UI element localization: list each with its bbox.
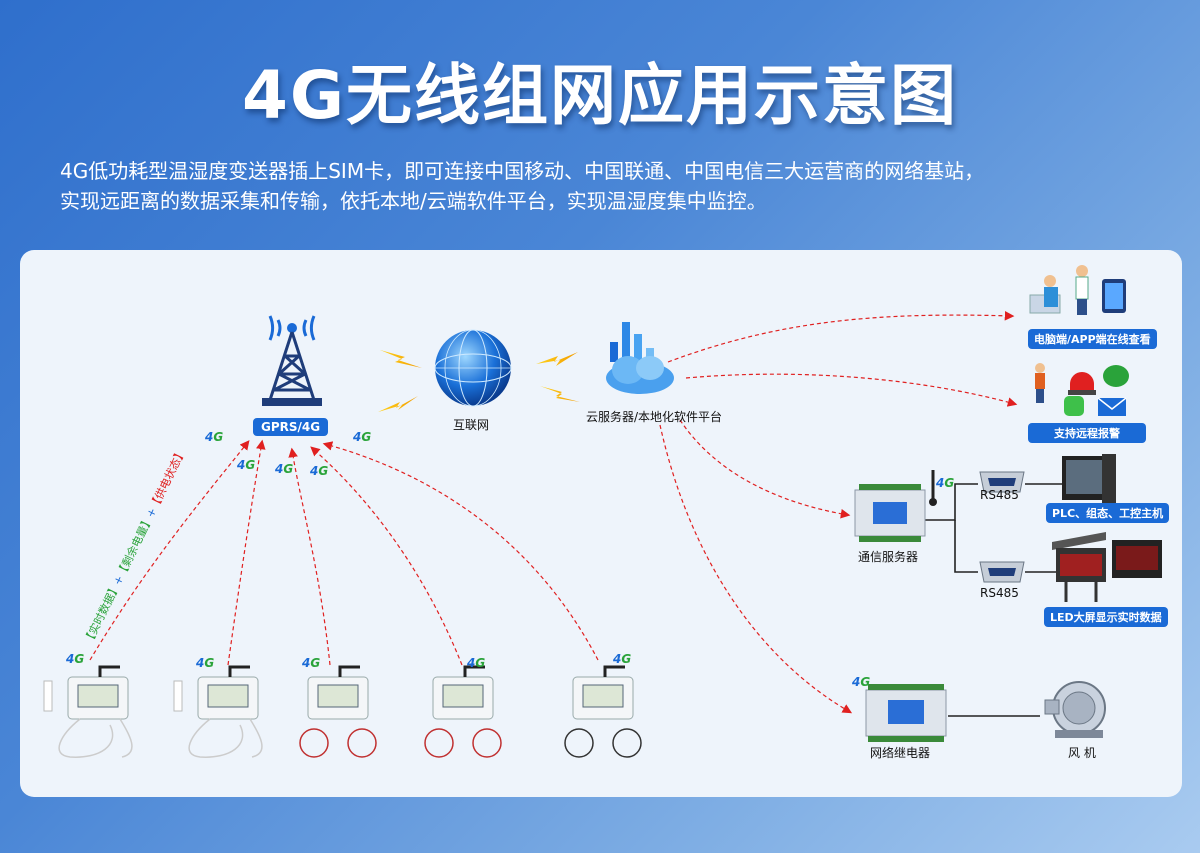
cloud-server xyxy=(606,322,674,394)
badge-4g: 4G xyxy=(66,652,85,666)
wired-links xyxy=(925,483,1062,717)
badge-4g: 4G xyxy=(852,675,871,689)
sensor-device-5 xyxy=(564,665,642,758)
comm-server-label: 通信服务器 xyxy=(858,550,919,564)
rs485-label-1: RS485 xyxy=(980,488,1019,502)
badge-4g: 4G xyxy=(353,430,372,444)
sensor-links xyxy=(89,439,599,666)
link-to-alarm xyxy=(685,373,1018,407)
badge-4g: 4G xyxy=(275,462,294,476)
rs485-label-2: RS485 xyxy=(980,586,1019,600)
internet-globe xyxy=(434,329,512,407)
link-sensor-2 xyxy=(227,439,266,666)
led-label: LED大屏显示实时数据 xyxy=(1044,607,1168,627)
rs485-connector-1 xyxy=(979,471,1025,493)
sensors xyxy=(43,665,642,758)
internet-label: 互联网 xyxy=(453,418,490,432)
badge-4g: 4G xyxy=(237,458,256,472)
fan-device xyxy=(1044,681,1106,738)
sensor-device-3 xyxy=(299,665,377,758)
badge-4g: 4G xyxy=(467,656,486,670)
rs485-connector-2 xyxy=(979,561,1025,583)
link-to-app xyxy=(667,310,1015,363)
badge-4g: 4G xyxy=(936,476,955,490)
badge-4g: 4G xyxy=(196,656,215,670)
page-title: 4G无线组网应用示意图 xyxy=(241,57,959,134)
link-to-comm-server xyxy=(679,419,851,519)
link-sensor-1 xyxy=(89,440,250,661)
plc-monitor xyxy=(1062,454,1116,504)
comm-server-device xyxy=(854,470,937,542)
badge-4g: 4G xyxy=(205,430,224,444)
signal-tower xyxy=(262,315,322,406)
tower-label: GPRS/4G xyxy=(253,418,329,436)
fan-label: 风 机 xyxy=(1068,746,1096,760)
link-to-relay xyxy=(659,424,853,714)
description-line-1: 4G低功耗型温湿度变送器插上SIM卡，即可连接中国移动、中国联通、中国电信三大运… xyxy=(60,159,985,183)
cloud-links xyxy=(659,310,1018,714)
lightning-bolts xyxy=(378,350,580,412)
description: 4G低功耗型温湿度变送器插上SIM卡，即可连接中国移动、中国联通、中国电信三大运… xyxy=(60,156,1150,216)
link-sensor-4 xyxy=(310,446,463,666)
sensor-device-1 xyxy=(43,665,133,758)
pc-app-illustration xyxy=(1029,265,1126,315)
sensor-device-4 xyxy=(424,665,502,758)
link-sensor-5 xyxy=(322,441,599,661)
badge-4g: 4G xyxy=(302,656,321,670)
description-line-2: 实现远距离的数据采集和传输，依托本地/云端软件平台，实现温湿度集中监控。 xyxy=(60,189,767,213)
plc-label: PLC、组态、工控主机 xyxy=(1046,503,1170,523)
relay-device xyxy=(865,684,947,742)
pc-app-label: 电脑端/APP端在线查看 xyxy=(1028,329,1157,349)
alarm-label: 支持远程报警 xyxy=(1028,423,1146,443)
cloud-label: 云服务器/本地化软件平台 xyxy=(586,410,723,424)
link-sensor-3 xyxy=(288,447,331,666)
alarm-illustration xyxy=(1035,363,1129,416)
badge-4g: 4G xyxy=(310,464,329,478)
led-screen xyxy=(1052,532,1162,602)
sensor-device-2 xyxy=(173,665,263,758)
relay-label: 网络继电器 xyxy=(870,746,931,760)
badge-4g: 4G xyxy=(613,652,632,666)
